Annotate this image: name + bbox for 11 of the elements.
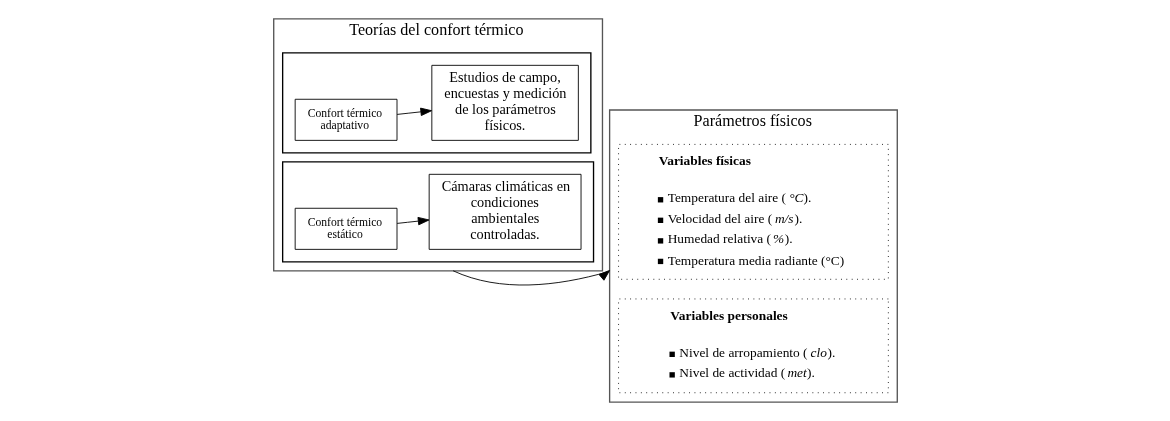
node-box: Confort térmico adaptativo [294,98,397,141]
node-box: Cámaras climáticas en condiciones ambientales controladas. [428,173,581,250]
node-box: Variables físicas Temperatura del aire (°C). Velocidad del aire (m/s). Humedad relativa (%). Temperatura media radiante (°C) [617,143,889,280]
cluster [281,52,592,154]
node-box: Variables personales Nivel de arropamiento (clo). Nivel de actividad (met). [617,298,889,394]
arrow [452,269,610,286]
cluster [281,161,594,263]
arrow [396,216,429,226]
node-box: Estudios de campo, encuestas y medición de los parámetros físicos. [430,64,579,141]
node-box: Confort térmico estático [294,207,397,250]
arrow [396,107,432,116]
